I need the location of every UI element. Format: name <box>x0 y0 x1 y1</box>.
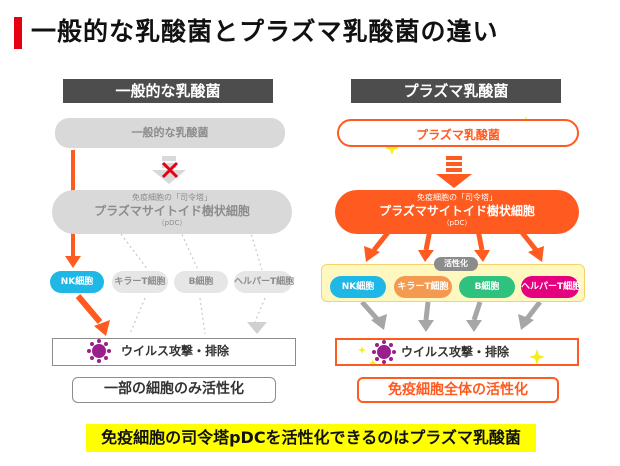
left-pdc-main: プラズマサイトイド樹状細胞 <box>94 204 250 218</box>
right-virus-box: ウイルス攻撃・排除 <box>335 338 579 366</box>
left-result-box: 一部の細胞のみ活性化 <box>72 377 276 403</box>
left-virus-box: ウイルス攻撃・排除 <box>52 338 296 366</box>
sparkle-icons <box>358 116 545 367</box>
right-virus-label: ウイルス攻撃・排除 <box>401 345 510 359</box>
left-pdc-box: 免疫細胞の「司令塔」 プラズマサイトイド樹状細胞 （pDC） <box>52 190 292 234</box>
left-cell-killer-t: キラーT細胞 <box>112 271 168 293</box>
left-blocked-arrow <box>152 156 186 184</box>
right-pdc-arrow <box>436 156 472 188</box>
page-title: 一般的な乳酸菌とプラズマ乳酸菌の違い <box>31 17 499 46</box>
right-pdc-abbr: （pDC） <box>442 219 472 227</box>
left-nk-virus-arrow <box>75 294 110 336</box>
left-cell-helper-t: ヘルパーT細胞 <box>234 271 294 293</box>
footer-highlight-note: 免疫細胞の司令塔pDCを活性化できるのはプラズマ乳酸菌 <box>86 424 536 452</box>
right-activation-badge: 活性化 <box>434 257 478 271</box>
right-pdc-sub: 免疫細胞の「司令塔」 <box>417 193 497 202</box>
left-column-header: 一般的な乳酸菌 <box>63 79 273 103</box>
left-cell-b: B細胞 <box>174 271 228 293</box>
right-virus-icon <box>372 340 396 364</box>
left-top-pill: 一般的な乳酸菌 <box>55 118 285 148</box>
left-pdc-abbr: （pDC） <box>157 219 187 227</box>
right-cell-virus-arrows <box>360 300 542 322</box>
right-column-header: プラズマ乳酸菌 <box>351 79 561 103</box>
left-virus-icon <box>87 339 111 363</box>
right-pdc-box: 免疫細胞の「司令塔」 プラズマサイトイド樹状細胞 （pDC） <box>335 190 579 234</box>
right-cell-b: B細胞 <box>459 276 515 298</box>
right-pdc-main: プラズマサイトイド樹状細胞 <box>379 204 535 218</box>
right-cell-nk: NK細胞 <box>330 276 386 298</box>
right-cell-helper-t: ヘルパーT細胞 <box>521 276 581 298</box>
left-dotted-lines <box>117 229 266 335</box>
left-virus-label: ウイルス攻撃・排除 <box>121 344 230 358</box>
right-top-pill: プラズマ乳酸菌 <box>337 119 579 147</box>
left-helper-arrow <box>247 322 267 334</box>
left-cell-nk: NK細胞 <box>50 271 104 293</box>
right-cell-killer-t: キラーT細胞 <box>394 276 452 298</box>
right-result-box: 免疫細胞全体の活性化 <box>357 377 559 403</box>
left-pdc-sub: 免疫細胞の「司令塔」 <box>132 193 212 202</box>
right-activation-arrowheads <box>364 246 544 262</box>
title-accent-bar <box>14 17 22 49</box>
right-cell-virus-arrowheads <box>371 314 534 332</box>
